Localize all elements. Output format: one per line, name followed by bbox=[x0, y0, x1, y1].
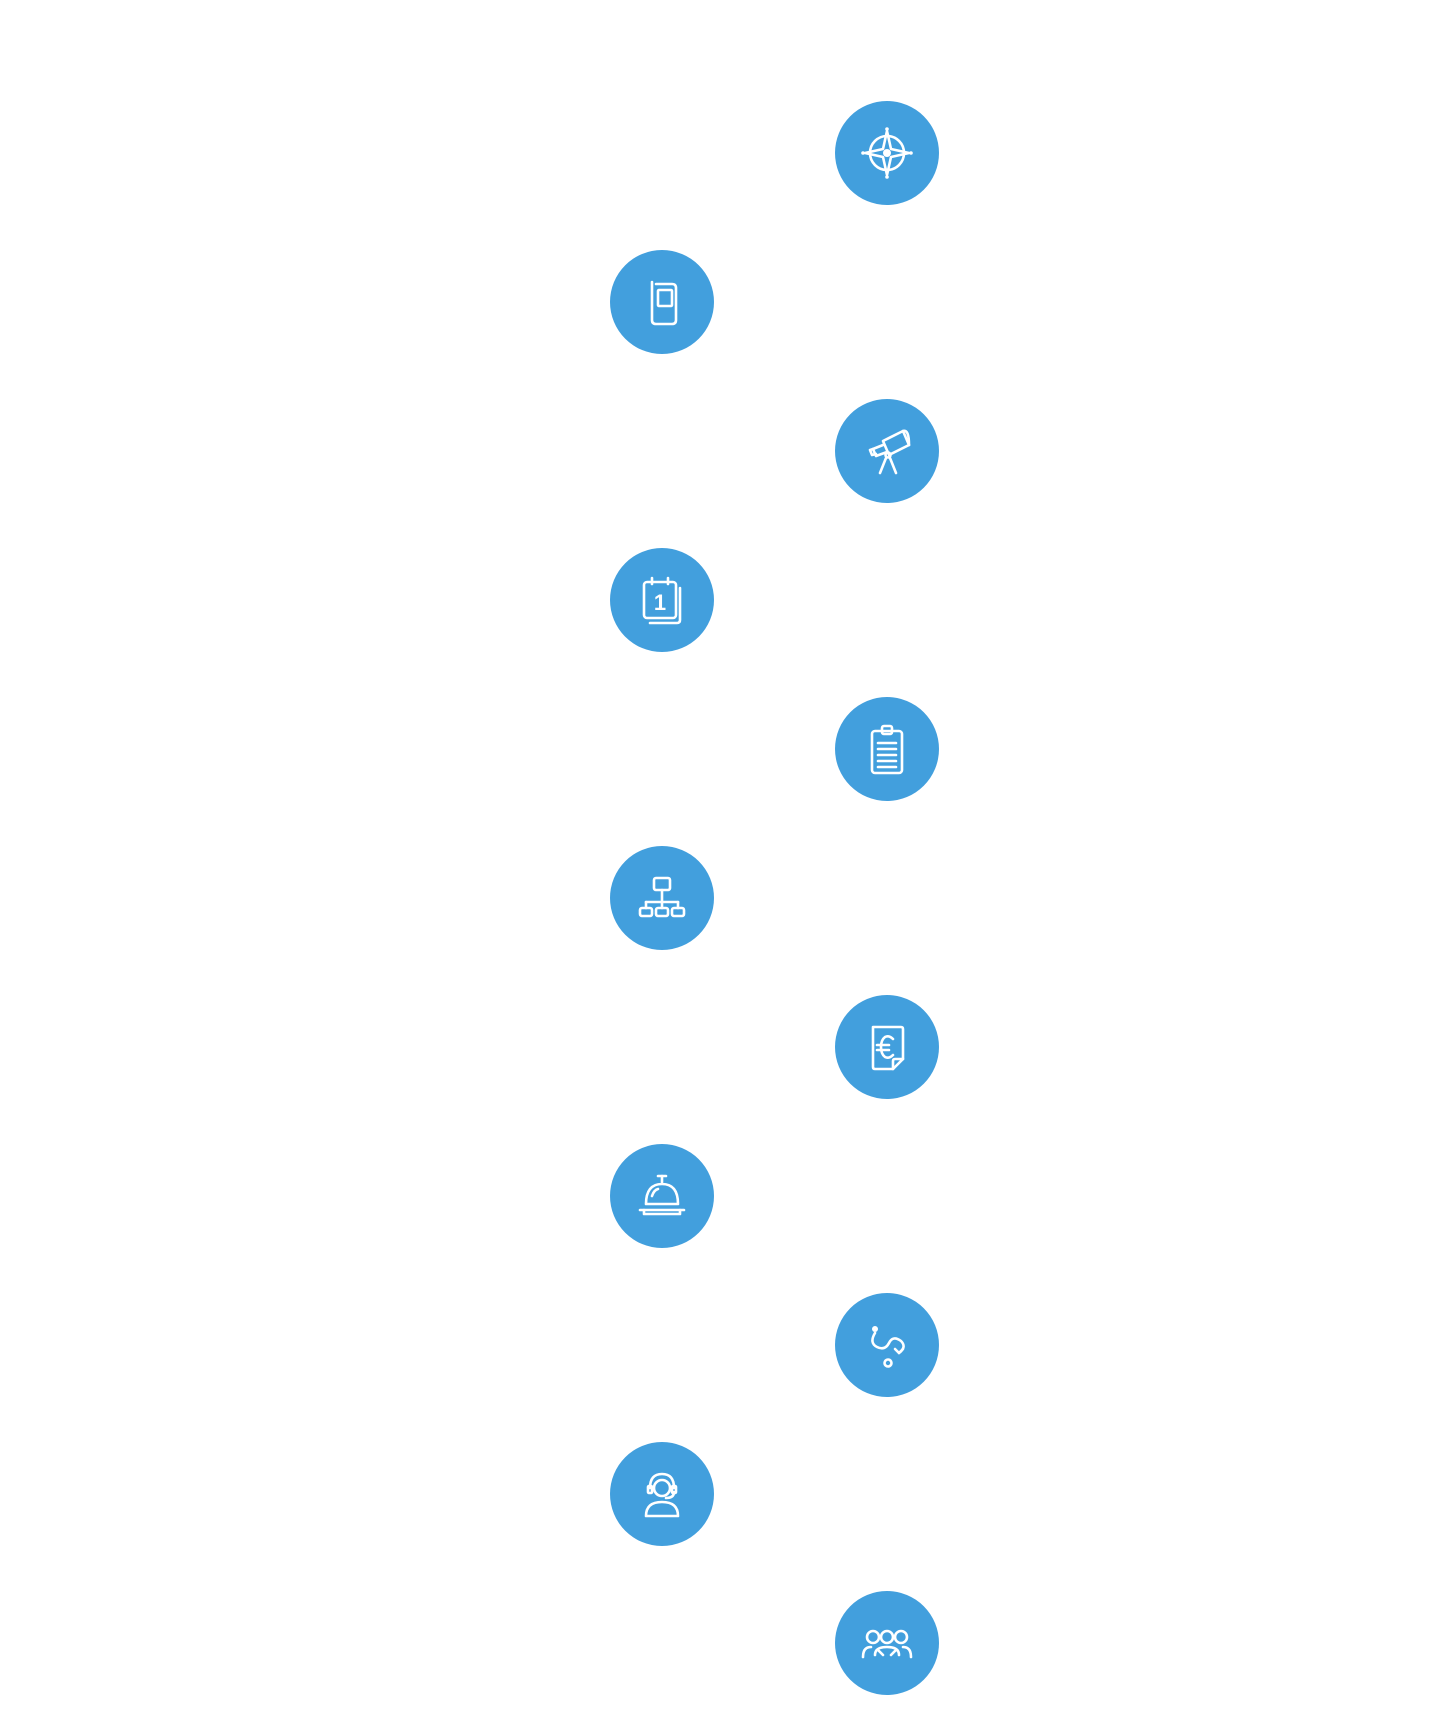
calendar-icon: 1 bbox=[642, 576, 682, 625]
timeline-node-7[interactable] bbox=[835, 995, 939, 1099]
timeline-node-11[interactable] bbox=[835, 1591, 939, 1695]
euro-invoice-icon bbox=[871, 1025, 905, 1071]
timeline-node-2[interactable] bbox=[610, 250, 714, 354]
telescope-icon bbox=[868, 429, 911, 475]
timeline-node-9[interactable] bbox=[835, 1293, 939, 1397]
route-icon bbox=[871, 1326, 905, 1368]
timeline-node-6[interactable] bbox=[610, 846, 714, 950]
team-icon bbox=[861, 1629, 913, 1659]
clipboard-icon bbox=[870, 724, 904, 775]
timeline-node-5[interactable] bbox=[835, 697, 939, 801]
timeline-node-4[interactable]: 1 bbox=[610, 548, 714, 652]
service-bell-icon bbox=[638, 1174, 686, 1216]
timeline-node-10[interactable] bbox=[610, 1442, 714, 1546]
timeline-node-8[interactable] bbox=[610, 1144, 714, 1248]
calendar-day-label: 1 bbox=[654, 590, 666, 615]
support-agent-icon bbox=[644, 1472, 680, 1518]
sitemap-icon bbox=[638, 876, 686, 918]
compass-icon bbox=[861, 127, 913, 179]
mobile-device-icon bbox=[650, 280, 678, 326]
timeline-node-1[interactable] bbox=[835, 101, 939, 205]
timeline-node-3[interactable] bbox=[835, 399, 939, 503]
